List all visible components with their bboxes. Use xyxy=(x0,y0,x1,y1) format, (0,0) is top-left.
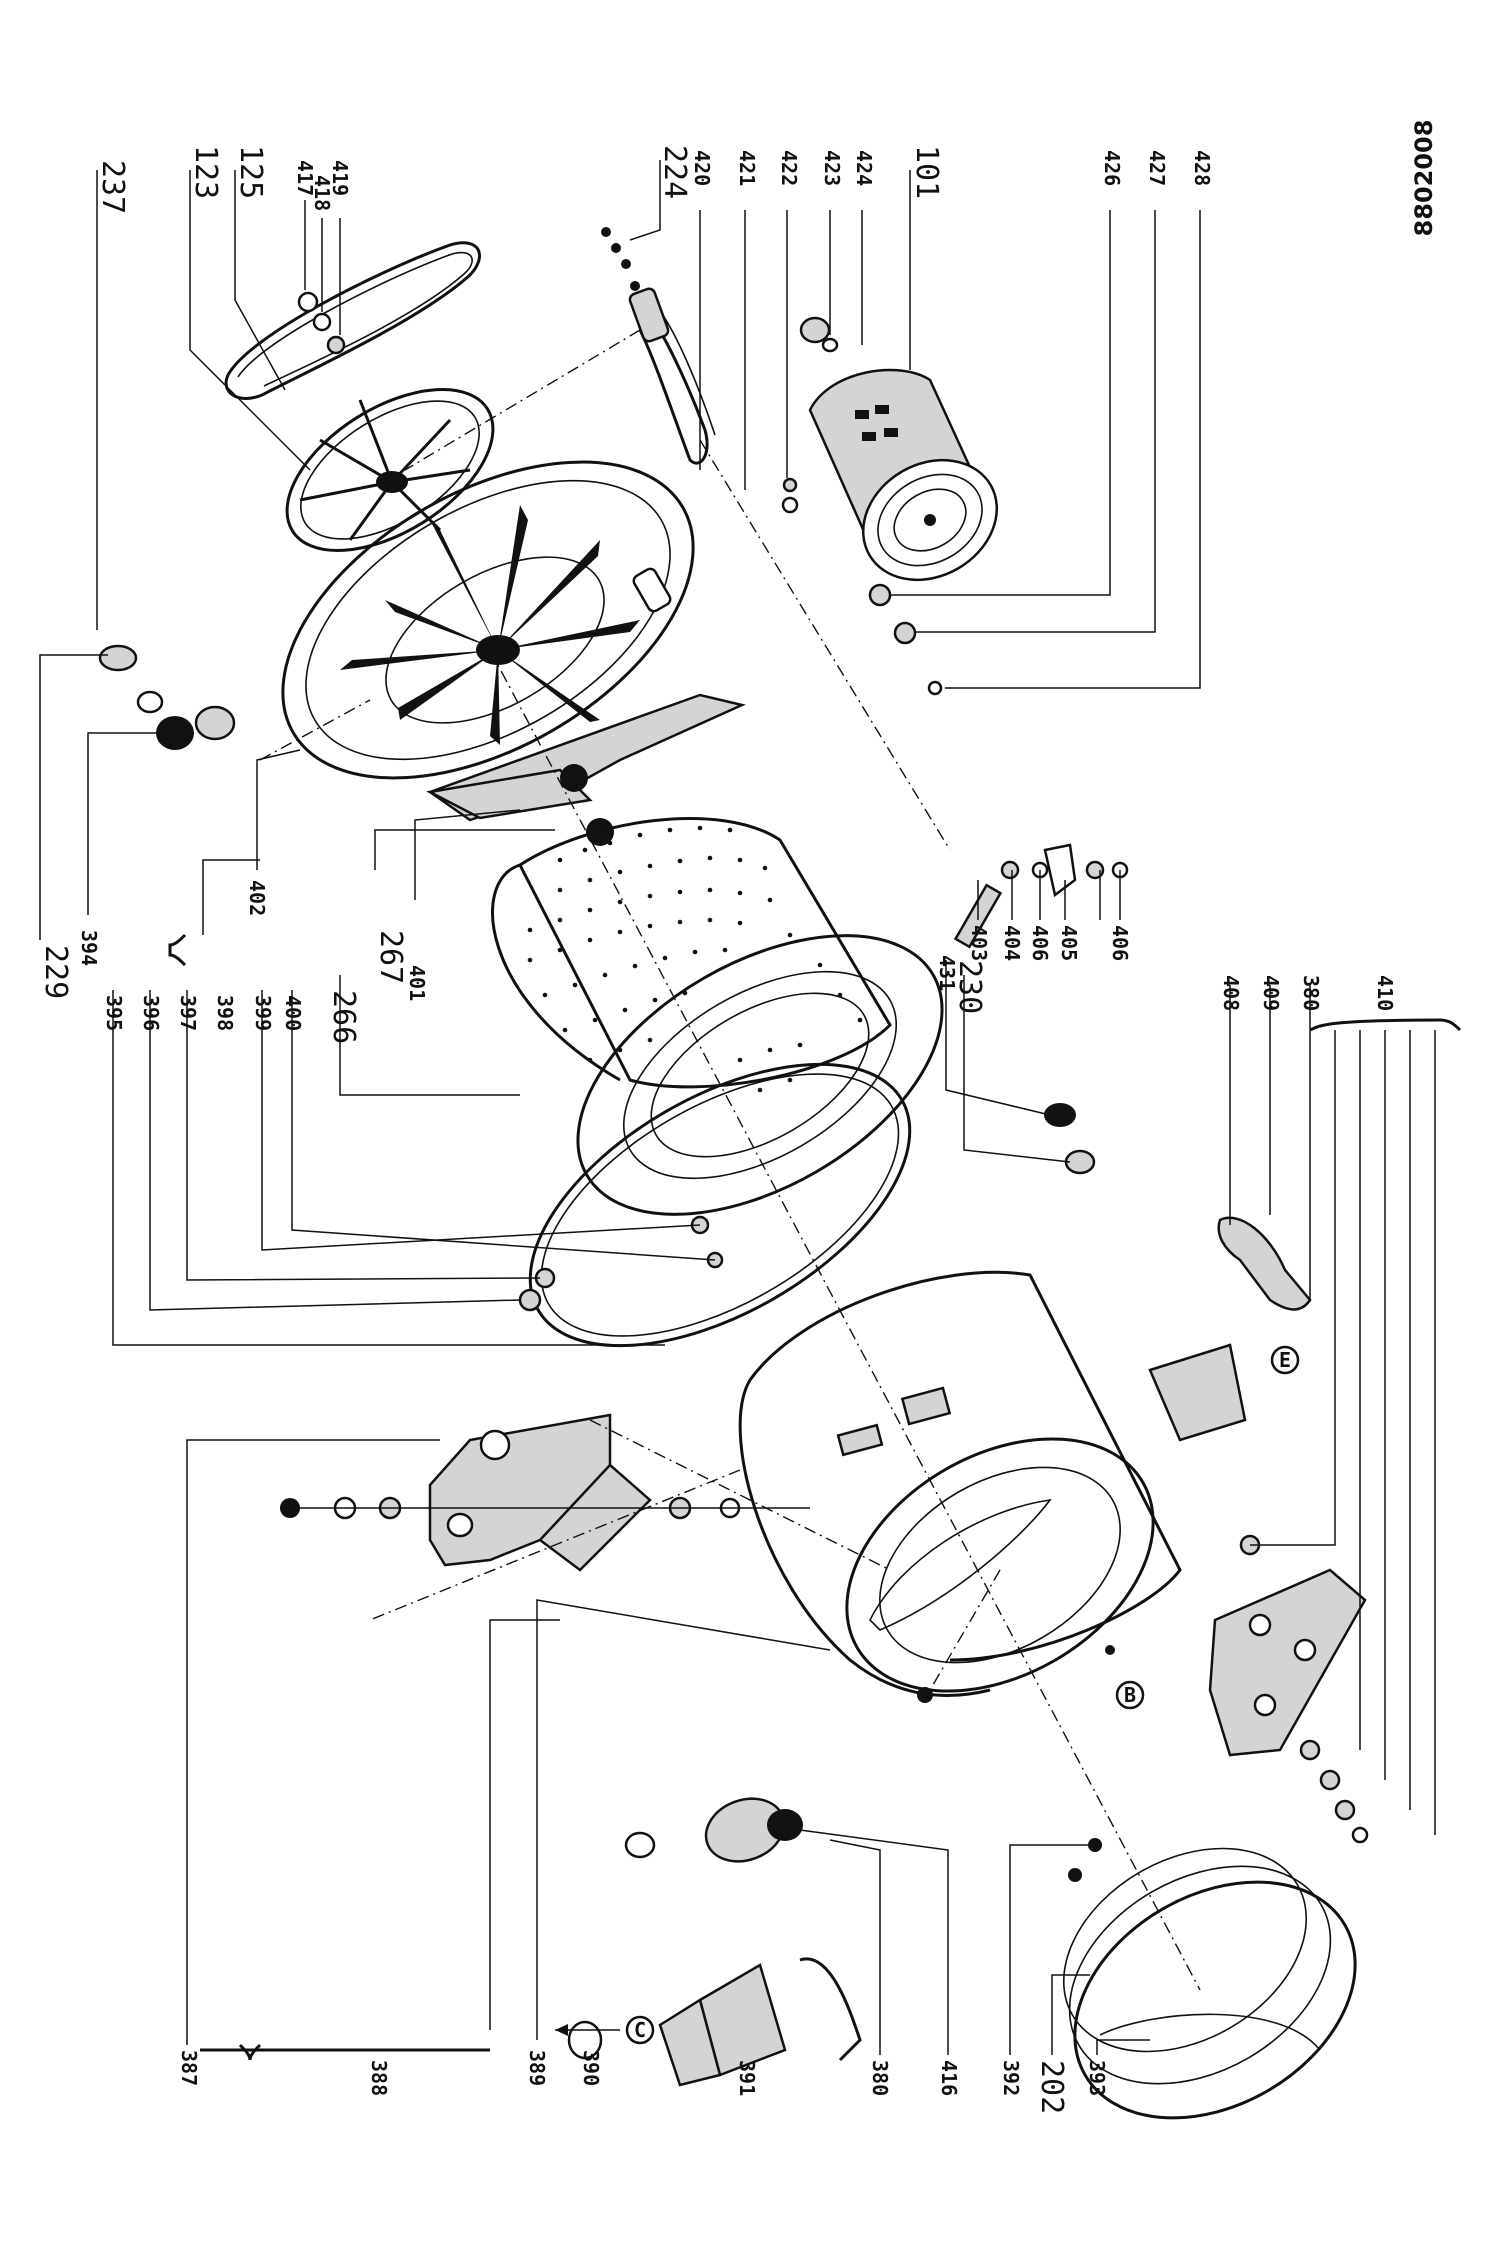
callout-389: 389 xyxy=(525,2050,549,2086)
front-ring-seal xyxy=(528,1062,912,1348)
callout-224: 224 xyxy=(657,145,692,199)
callout-labels: 237 123 125 417 418 419 224 420 421 422 … xyxy=(38,120,1438,2115)
tank-bolt-395 xyxy=(518,1288,542,1312)
callout-406-b: 406 xyxy=(1108,925,1132,961)
motor-bolt-427 xyxy=(893,621,917,645)
drain-pump xyxy=(624,1797,803,1863)
callout-401: 401 xyxy=(405,965,429,1001)
door-hinge-plate xyxy=(1208,1568,1367,1757)
nut-419 xyxy=(326,335,346,355)
diagram-drawing: B C E xyxy=(98,227,1369,2120)
bearing-229 xyxy=(136,690,164,714)
callout-406-a: 406 xyxy=(1028,925,1052,961)
bearing-237 xyxy=(98,644,138,672)
door-gasket xyxy=(1062,1847,1357,2120)
callout-417: 417 xyxy=(293,160,317,196)
bracket-405 xyxy=(1043,843,1077,898)
callout-390: 390 xyxy=(579,2050,603,2086)
motor-nut-422 xyxy=(782,477,798,493)
marker-c: C xyxy=(625,2015,655,2045)
drain-hose xyxy=(658,1957,862,2087)
outer-tank xyxy=(738,1270,1247,1703)
callout-409: 409 xyxy=(1259,975,1283,1011)
motor-bolt-426 xyxy=(868,583,892,607)
callout-431: 431 xyxy=(935,955,959,991)
inner-drum xyxy=(491,817,944,1216)
callout-410: 410 xyxy=(1373,975,1397,1011)
callout-125: 125 xyxy=(233,145,268,199)
callout-422: 422 xyxy=(777,150,801,186)
callout-267: 267 xyxy=(373,930,408,984)
callout-398: 398 xyxy=(213,995,237,1031)
callout-424: 424 xyxy=(852,150,876,186)
bearing-394 xyxy=(156,716,194,750)
callout-427: 427 xyxy=(1145,150,1169,186)
marker-e-label: E xyxy=(1279,1348,1291,1372)
callout-395: 395 xyxy=(102,995,126,1031)
callout-396: 396 xyxy=(139,995,163,1031)
motor-washer-421 xyxy=(781,496,799,514)
drive-belt xyxy=(224,241,481,400)
callout-391: 391 xyxy=(735,2060,759,2096)
callout-387: 387 xyxy=(177,2050,201,2086)
callout-230: 230 xyxy=(952,960,987,1014)
callout-420: 420 xyxy=(690,150,714,186)
callout-418: 418 xyxy=(310,175,334,211)
counterweight xyxy=(428,1413,652,1572)
callout-393: 393 xyxy=(1085,2060,1109,2096)
callout-202: 202 xyxy=(1034,2060,1069,2114)
callout-380-b: 380 xyxy=(868,2060,892,2096)
drum-spider-arm xyxy=(426,693,746,846)
callout-416: 416 xyxy=(937,2060,961,2096)
callout-399: 399 xyxy=(251,995,275,1031)
drive-motor xyxy=(799,316,999,582)
callout-423: 423 xyxy=(820,150,844,186)
callout-428: 428 xyxy=(1190,150,1214,186)
callout-394: 394 xyxy=(77,930,101,966)
callout-397: 397 xyxy=(176,995,200,1031)
callout-392: 392 xyxy=(999,2060,1023,2096)
marker-c-label: C xyxy=(634,2018,646,2042)
callout-408: 408 xyxy=(1219,975,1243,1011)
callout-426: 426 xyxy=(1100,150,1124,186)
callout-266: 266 xyxy=(326,990,361,1044)
callout-402: 402 xyxy=(245,880,269,916)
callout-400: 400 xyxy=(281,995,305,1031)
drum-perforations xyxy=(527,825,863,1093)
belt-pulley xyxy=(285,388,495,552)
callout-419: 419 xyxy=(328,160,352,196)
leader-lines xyxy=(39,160,1436,2055)
marker-b-label: B xyxy=(1124,1683,1136,1707)
callout-403: 403 xyxy=(967,925,991,961)
hinge-arm xyxy=(1217,1216,1312,1311)
marker-e: E xyxy=(1270,1345,1300,1375)
callout-405: 405 xyxy=(1057,925,1081,961)
callout-404: 404 xyxy=(1000,925,1024,961)
heating-element xyxy=(628,287,716,465)
callout-388: 388 xyxy=(367,2060,391,2096)
rear-tank-spider xyxy=(281,460,695,780)
callout-237: 237 xyxy=(95,160,130,214)
counterweight-hardware xyxy=(280,1496,810,1520)
temperature-probes xyxy=(601,227,640,291)
callout-421: 421 xyxy=(735,150,759,186)
washer-418 xyxy=(312,312,332,332)
callout-101: 101 xyxy=(909,145,944,199)
hose-clamp xyxy=(567,2020,603,2060)
callout-380-a: 380 xyxy=(1299,975,1323,1011)
callout-229: 229 xyxy=(38,945,73,999)
marker-b: B xyxy=(1115,1680,1145,1710)
motor-bolt-428 xyxy=(927,680,943,696)
washer-417 xyxy=(297,291,319,313)
document-number: 8802008 xyxy=(1410,120,1438,237)
callout-123: 123 xyxy=(188,145,223,199)
group-braces xyxy=(168,933,1462,2061)
